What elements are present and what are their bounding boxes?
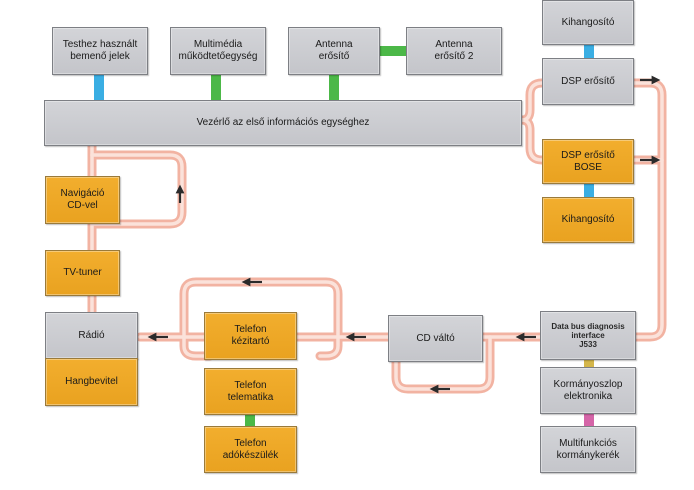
node-telefon-kezitarto[interactable]: Telefon kézitartó: [204, 312, 297, 360]
node-cd-valto[interactable]: CD váltó: [388, 315, 483, 362]
bus-right-trunk: [625, 78, 667, 342]
link-gateway-yellow: [584, 360, 594, 370]
link-kormany-pink: [584, 414, 594, 428]
node-label: Hangbevitel: [65, 376, 118, 387]
node-label: Data bus diagnosis interface J533: [551, 322, 625, 349]
node-kormanyoszlop-elektronika[interactable]: Kormányoszlop elektronika: [540, 367, 636, 414]
node-radio[interactable]: Rádió: [45, 312, 138, 359]
node-vezerlo-elso-informacios-egyseg[interactable]: Vezérlő az első információs egységhez: [44, 100, 522, 146]
node-navigacio-cd-vel[interactable]: Navigáció CD-vel: [45, 176, 120, 224]
node-label: Kihangosító: [561, 16, 615, 28]
node-dsp-erosito[interactable]: DSP erősítő: [542, 58, 634, 105]
node-multimedia-mukodtetoegyseg[interactable]: Multimédia működtetőegység: [170, 27, 266, 75]
node-label: Antenna erősítő 2: [434, 39, 474, 62]
node-label: CD váltó: [416, 332, 455, 344]
node-telefon-adokeszulek[interactable]: Telefon adókészülék: [204, 426, 297, 473]
link-telematika-green: [245, 414, 255, 426]
node-label: TV-tuner: [63, 267, 102, 278]
node-kihangosito-top[interactable]: Kihangosító: [542, 0, 634, 45]
node-label: Vezérlő az első információs egységhez: [196, 117, 370, 128]
node-label: DSP erősítő: [561, 75, 615, 87]
node-label: Kihangosító: [561, 214, 615, 225]
node-kihangosito-bose[interactable]: Kihangosító: [542, 197, 634, 243]
node-label: Testhez használt bemenő jelek: [62, 39, 138, 62]
node-label: Telefon adókészülék: [222, 437, 279, 461]
node-dsp-erosito-bose[interactable]: DSP erősítő BOSE: [542, 139, 634, 184]
node-label: Multimédia működtetőegység: [178, 39, 258, 62]
node-label: Kormányoszlop elektronika: [553, 378, 623, 402]
node-antenna-erosito-2[interactable]: Antenna erősítő 2: [406, 27, 502, 75]
node-label: Navigáció CD-vel: [60, 188, 105, 211]
link-antenna2-green: [379, 46, 407, 56]
node-multifunkcios-kormanykerek[interactable]: Multifunkciós kormánykerék: [540, 426, 636, 473]
link-antenna-green: [329, 75, 339, 101]
link-testhez-blue: [94, 75, 104, 101]
node-hangbevitel[interactable]: Hangbevitel: [45, 358, 138, 406]
link-multimedia-green: [211, 75, 221, 101]
node-label: Telefon telematika: [227, 379, 274, 403]
node-label: DSP erősítő BOSE: [561, 149, 615, 173]
node-label: Telefon kézitartó: [231, 324, 270, 347]
node-antenna-erosito[interactable]: Antenna erősítő: [288, 27, 380, 75]
node-label: Rádió: [78, 329, 105, 341]
node-telefon-telematika[interactable]: Telefon telematika: [204, 368, 297, 415]
node-testhez-hasznalt-bemeno-jelek[interactable]: Testhez használt bemenő jelek: [52, 27, 148, 75]
node-tv-tuner[interactable]: TV-tuner: [45, 250, 120, 296]
link-bose-blue: [584, 183, 594, 197]
node-data-bus-diagnosis-interface-j533[interactable]: Data bus diagnosis interface J533: [540, 311, 636, 360]
node-label: Antenna erősítő: [315, 39, 353, 62]
node-label: Multifunkciós kormánykerék: [556, 437, 620, 461]
link-kihangosito-blue: [584, 45, 594, 59]
